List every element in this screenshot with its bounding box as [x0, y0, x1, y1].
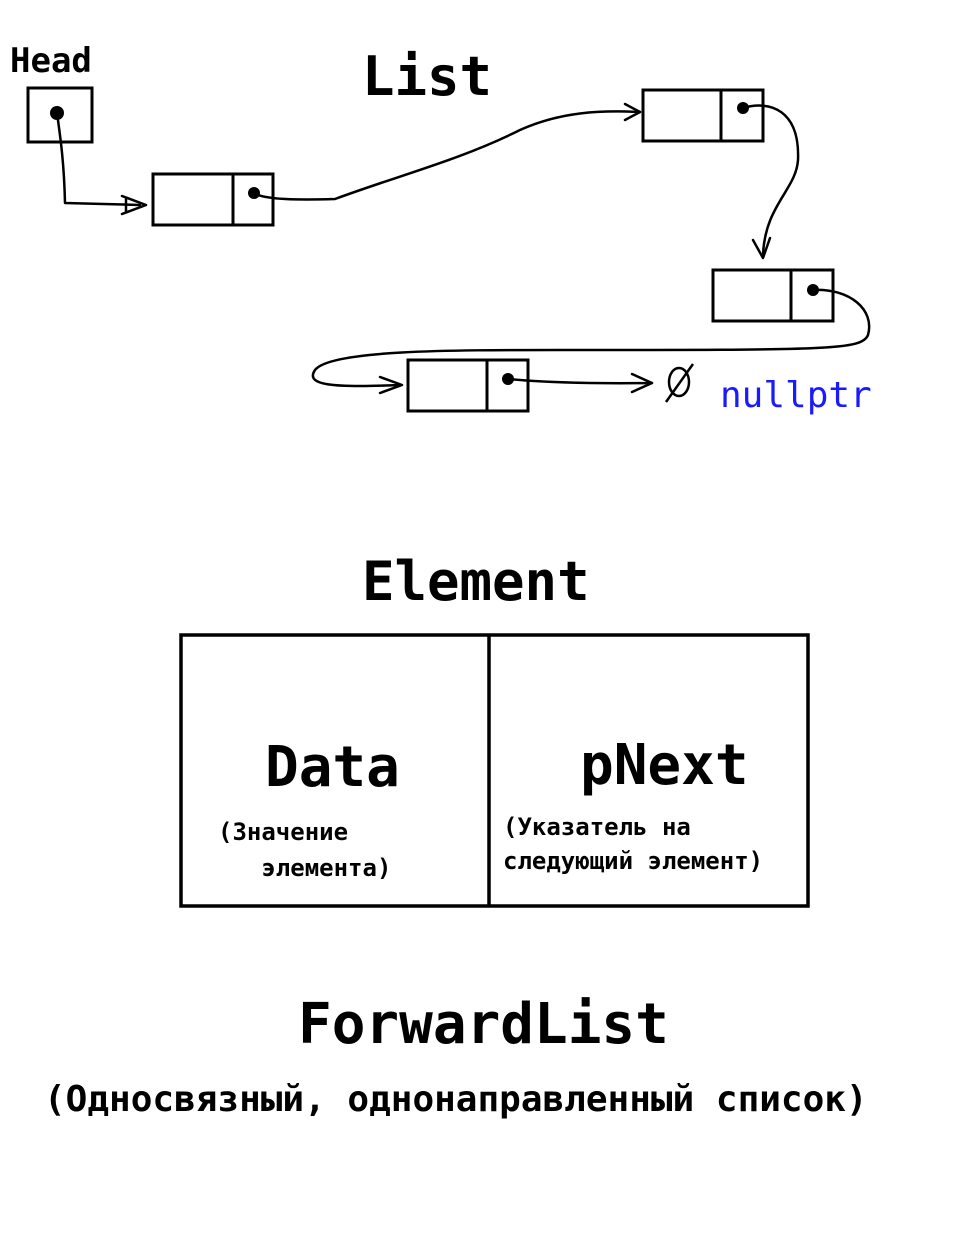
list-title: List [362, 45, 493, 108]
list-node-2 [641, 88, 765, 143]
data-field-title: Data [265, 735, 400, 800]
arrow-node2-to-node3 [741, 104, 800, 257]
list-node-1 [151, 172, 275, 227]
head-label: Head [10, 41, 92, 81]
element-structure-box [179, 633, 810, 908]
forward-list-subtitle: (Односвязный, однонаправленный список) [44, 1079, 868, 1120]
pointer-links [55, 102, 871, 395]
forward-list-title: ForwardList [298, 992, 669, 1057]
arrow-node1-to-node2 [252, 110, 642, 201]
list-node-3 [711, 268, 835, 323]
nullptr-label: nullptr [720, 375, 872, 416]
arrow-head-to-node1 [55, 111, 142, 207]
data-field-description: (Значение элемента) [218, 818, 392, 882]
arrow-node4-to-null [506, 377, 654, 385]
element-title: Element [362, 550, 590, 613]
pnext-field-title: pNext [580, 733, 749, 798]
pnext-field-description: (Указатель на следующий элемент) [503, 813, 764, 875]
null-symbol [664, 363, 695, 403]
list-node-4 [406, 358, 530, 413]
arrow-node3-to-node4 [311, 288, 871, 388]
